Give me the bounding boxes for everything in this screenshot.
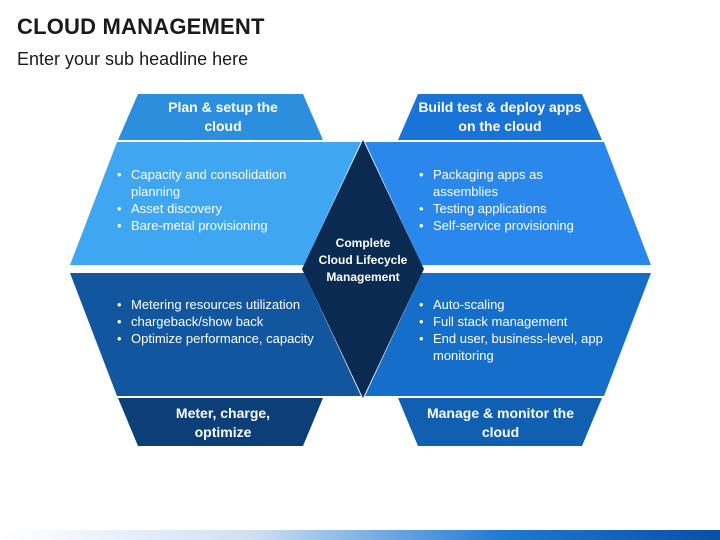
top-right-header-shape [398, 94, 602, 140]
page-title: CLOUD MANAGEMENT [17, 14, 265, 39]
list-item: Asset discovery [115, 200, 315, 217]
bottom-right-bullet-list: Auto-scaling Full stack management End u… [417, 296, 617, 364]
list-item: Self-service provisioning [417, 217, 607, 234]
list-item: Packaging apps as assemblies [417, 166, 607, 200]
top-left-title: Plan & setup the cloud [168, 99, 278, 134]
top-right-bullet-list: Packaging apps as assemblies Testing app… [417, 166, 607, 234]
list-item: Capacity and consolidation planning [115, 166, 315, 200]
page-subtitle: Enter your sub headline here [17, 49, 249, 69]
list-item: Full stack management [417, 313, 617, 330]
list-item: chargeback/show back [115, 313, 330, 330]
list-item: Bare-metal provisioning [115, 217, 315, 234]
bottom-left-header-shape [118, 398, 323, 446]
bottom-right-title: Manage & monitor the cloud [426, 405, 574, 440]
list-item: Testing applications [417, 200, 607, 217]
center-diamond [302, 140, 424, 398]
list-item: Auto-scaling [417, 296, 617, 313]
top-right-title: Build test & deploy apps on the cloud [418, 99, 582, 134]
list-item: Metering resources utilization [115, 296, 330, 313]
bottom-left-title: Meter, charge, optimize [175, 405, 271, 440]
top-left-bullet-list: Capacity and consolidation planning Asse… [115, 166, 315, 234]
center-label: Complete Cloud Lifecycle Management [318, 236, 408, 284]
bottom-left-bullet-list: Metering resources utilization chargebac… [115, 296, 330, 347]
list-item: End user, business-level, app monitoring [417, 330, 617, 364]
bottom-right-header-shape [398, 398, 602, 446]
top-left-header-shape [118, 94, 323, 140]
list-item: Optimize performance, capacity [115, 330, 330, 347]
footer-gradient-bar [0, 530, 720, 540]
